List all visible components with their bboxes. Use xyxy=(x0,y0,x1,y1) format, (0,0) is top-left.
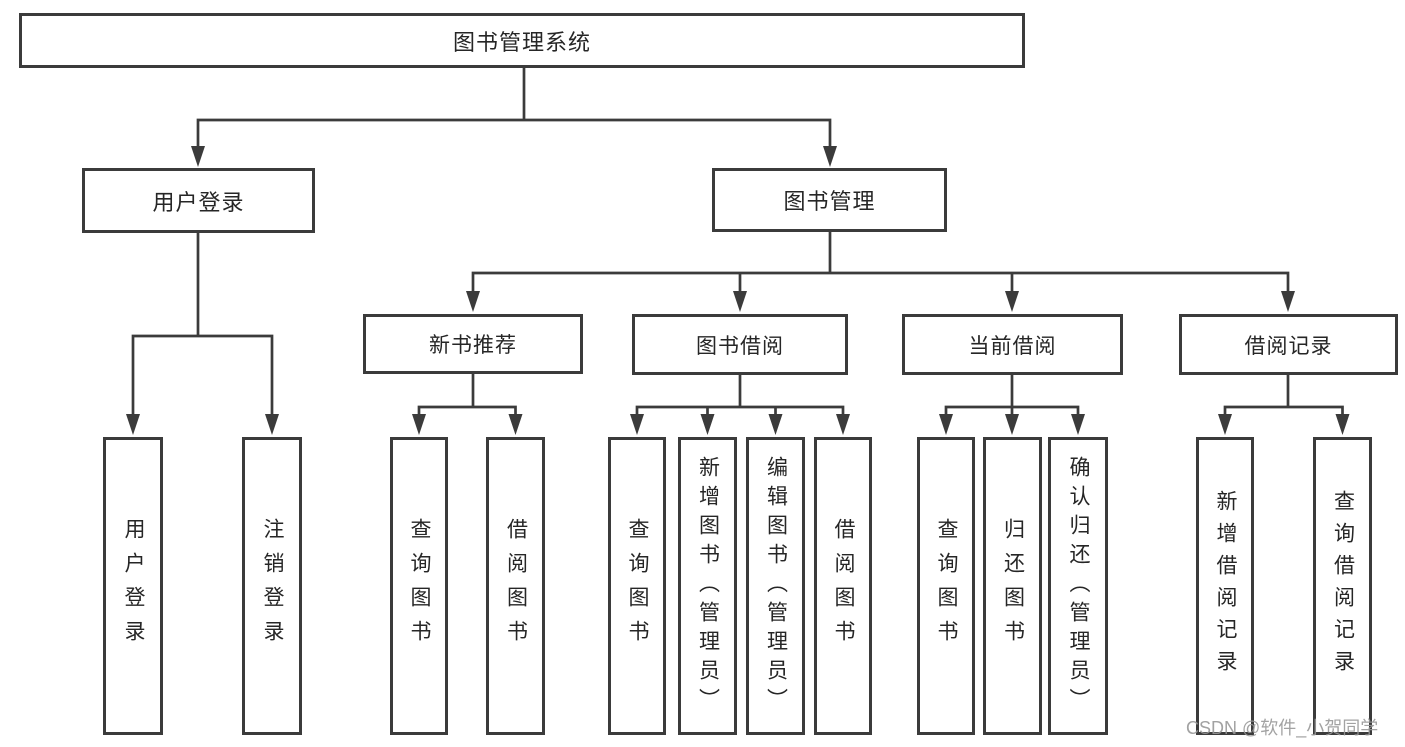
leaf-logout-label: 注销登录 xyxy=(261,518,284,654)
connector-user-login-fork xyxy=(131,233,274,421)
arrowhead xyxy=(1005,414,1019,435)
arrowhead xyxy=(733,291,747,312)
node-borrow-records: 借阅记录 xyxy=(1179,314,1398,375)
node-new-book-recommend-label: 新书推荐 xyxy=(429,334,517,357)
leaf-cb-confirm-return-admin-label: 确认归还（管理员） xyxy=(1067,455,1090,717)
leaf-bb-borrow-books-label: 借阅图书 xyxy=(832,518,855,654)
node-current-borrow-label: 当前借阅 xyxy=(968,334,1057,358)
connector-current-borrow-fork xyxy=(944,374,1080,421)
arrowhead xyxy=(823,146,837,167)
node-book-borrow: 图书借阅 xyxy=(632,314,848,375)
arrowhead xyxy=(700,414,715,435)
arrowhead xyxy=(630,414,644,435)
leaf-nb-query-books-label: 查询图书 xyxy=(408,518,431,654)
leaf-cb-query-books: 查询图书 xyxy=(917,437,975,735)
arrowhead xyxy=(836,414,850,435)
leaf-bb-borrow-books: 借阅图书 xyxy=(814,437,872,735)
node-user-login: 用户登录 xyxy=(82,168,315,233)
arrowhead xyxy=(1218,414,1232,435)
node-user-login-label: 用户登录 xyxy=(152,189,245,215)
leaf-bb-add-book-admin-label: 新增图书（管理员） xyxy=(696,455,720,717)
node-book-management: 图书管理 xyxy=(712,168,947,232)
node-borrow-records-label: 借阅记录 xyxy=(1244,334,1333,358)
arrowhead xyxy=(1281,291,1295,312)
connector-book-borrow-fork xyxy=(635,374,845,421)
leaf-bb-query-books-label: 查询图书 xyxy=(626,518,649,654)
leaf-bb-add-book-admin: 新增图书（管理员） xyxy=(678,437,737,735)
arrowhead xyxy=(939,414,953,435)
leaf-br-query-record: 查询借阅记录 xyxy=(1313,437,1372,735)
leaf-nb-borrow-books: 借阅图书 xyxy=(486,437,545,735)
arrowhead xyxy=(126,414,140,435)
node-new-book-recommend: 新书推荐 xyxy=(363,314,583,374)
arrowhead xyxy=(191,146,205,167)
csdn-watermark: CSDN @软件_小贺同学 xyxy=(1186,718,1379,738)
leaf-bb-edit-book-admin: 编辑图书（管理员） xyxy=(746,437,805,735)
arrowhead xyxy=(1335,414,1350,435)
leaf-br-add-record: 新增借阅记录 xyxy=(1196,437,1254,735)
arrowhead xyxy=(508,414,523,435)
arrowhead xyxy=(466,291,480,312)
connector-root-to-level2 xyxy=(196,68,832,153)
leaf-cb-return-books-label: 归还图书 xyxy=(1001,518,1025,654)
connector-book-mgmt-fork xyxy=(471,232,1290,298)
node-current-borrow: 当前借阅 xyxy=(902,314,1123,375)
arrowhead xyxy=(412,414,426,435)
connector-new-book-fork xyxy=(417,374,517,421)
leaf-cb-confirm-return-admin: 确认归还（管理员） xyxy=(1048,437,1108,735)
leaf-user-login-label: 用户登录 xyxy=(122,518,145,654)
leaf-bb-query-books: 查询图书 xyxy=(608,437,666,735)
node-root-system-label: 图书管理系统 xyxy=(452,29,591,55)
arrowhead xyxy=(1005,291,1019,312)
leaf-nb-query-books: 查询图书 xyxy=(390,437,448,735)
leaf-logout: 注销登录 xyxy=(242,437,302,735)
leaf-br-query-record-label: 查询借阅记录 xyxy=(1331,490,1355,682)
connector-borrow-records-fork xyxy=(1223,374,1344,421)
leaf-cb-return-books: 归还图书 xyxy=(983,437,1042,735)
arrowhead xyxy=(265,414,279,435)
leaf-nb-borrow-books-label: 借阅图书 xyxy=(504,518,528,654)
leaf-cb-query-books-label: 查询图书 xyxy=(935,518,958,654)
node-book-management-label: 图书管理 xyxy=(783,189,876,214)
node-book-borrow-label: 图书借阅 xyxy=(696,334,784,358)
arrowhead xyxy=(1071,414,1085,435)
leaf-user-login: 用户登录 xyxy=(103,437,163,735)
arrowhead xyxy=(768,414,783,435)
leaf-br-add-record-label: 新增借阅记录 xyxy=(1214,490,1237,682)
node-root-system: 图书管理系统 xyxy=(19,13,1025,68)
leaf-bb-edit-book-admin-label: 编辑图书（管理员） xyxy=(764,455,788,717)
